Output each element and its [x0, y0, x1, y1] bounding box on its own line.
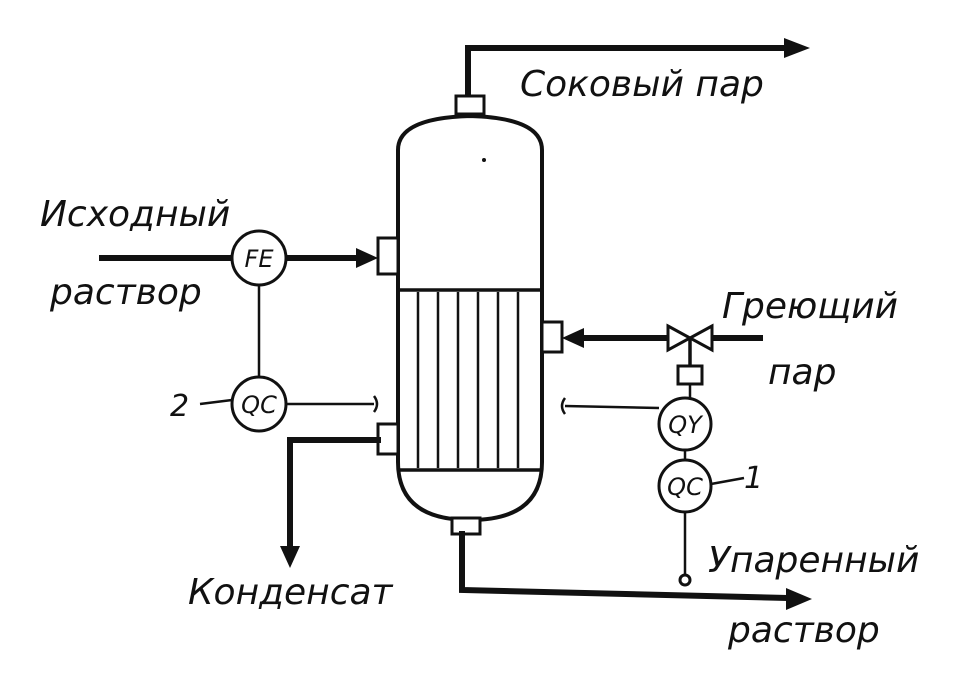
- flow-element-fe: FE: [230, 229, 288, 287]
- vapor-out-label: Соковый пар: [520, 64, 764, 105]
- feed-label-line2: раствор: [49, 272, 202, 313]
- heating-tubes: [416, 292, 520, 468]
- feed-label-line1: Исходный: [40, 194, 230, 235]
- condensate-label: Конденсат: [188, 572, 394, 613]
- product-label-line2: раствор: [727, 610, 880, 651]
- vessel-to-qy-signal: [564, 404, 660, 410]
- callout-1: 1: [744, 461, 763, 496]
- vapor-nozzle: [454, 94, 486, 116]
- vapor-arrow-head: [784, 38, 810, 58]
- product-arrow-head: [786, 588, 812, 610]
- qc2-sensor-tap: [372, 395, 379, 413]
- fe-tag: FE: [245, 245, 275, 273]
- heating-steam-line: [540, 320, 763, 354]
- feed-nozzle: [376, 236, 400, 276]
- qc2-tag: QC: [241, 391, 277, 419]
- qc1-tag: QC: [667, 473, 703, 501]
- callout-1-leader: [710, 476, 745, 486]
- concentration-controller-1: QC: [657, 458, 713, 514]
- callout-2: 2: [170, 389, 189, 424]
- concentration-relay-qy: QY: [657, 396, 713, 452]
- vapor-outlet-line: [454, 38, 810, 116]
- valve-actuator: [676, 364, 704, 386]
- evaporator-vessel: [396, 113, 544, 523]
- product-label-line1: Упаренный: [708, 540, 919, 581]
- product-nozzle: [450, 516, 482, 536]
- qy-sensor-tap: [560, 397, 567, 415]
- feed-line: [99, 236, 400, 276]
- steam-nozzle: [540, 320, 564, 354]
- product-outlet-line: [450, 516, 812, 610]
- steam-control-valve: [666, 323, 714, 400]
- steam-arrow-head: [562, 328, 584, 348]
- qy-tag: QY: [668, 411, 704, 439]
- feed-arrow-head: [356, 248, 378, 268]
- steam-label-line2: пар: [768, 352, 836, 393]
- condensate-line: [280, 422, 400, 568]
- steam-label-line1: Греющий: [722, 286, 898, 327]
- product-sample-point: [678, 573, 692, 587]
- condensate-arrow-head: [280, 546, 300, 568]
- concentration-controller-2: QC: [230, 375, 288, 433]
- callout-2-leader: [199, 398, 233, 406]
